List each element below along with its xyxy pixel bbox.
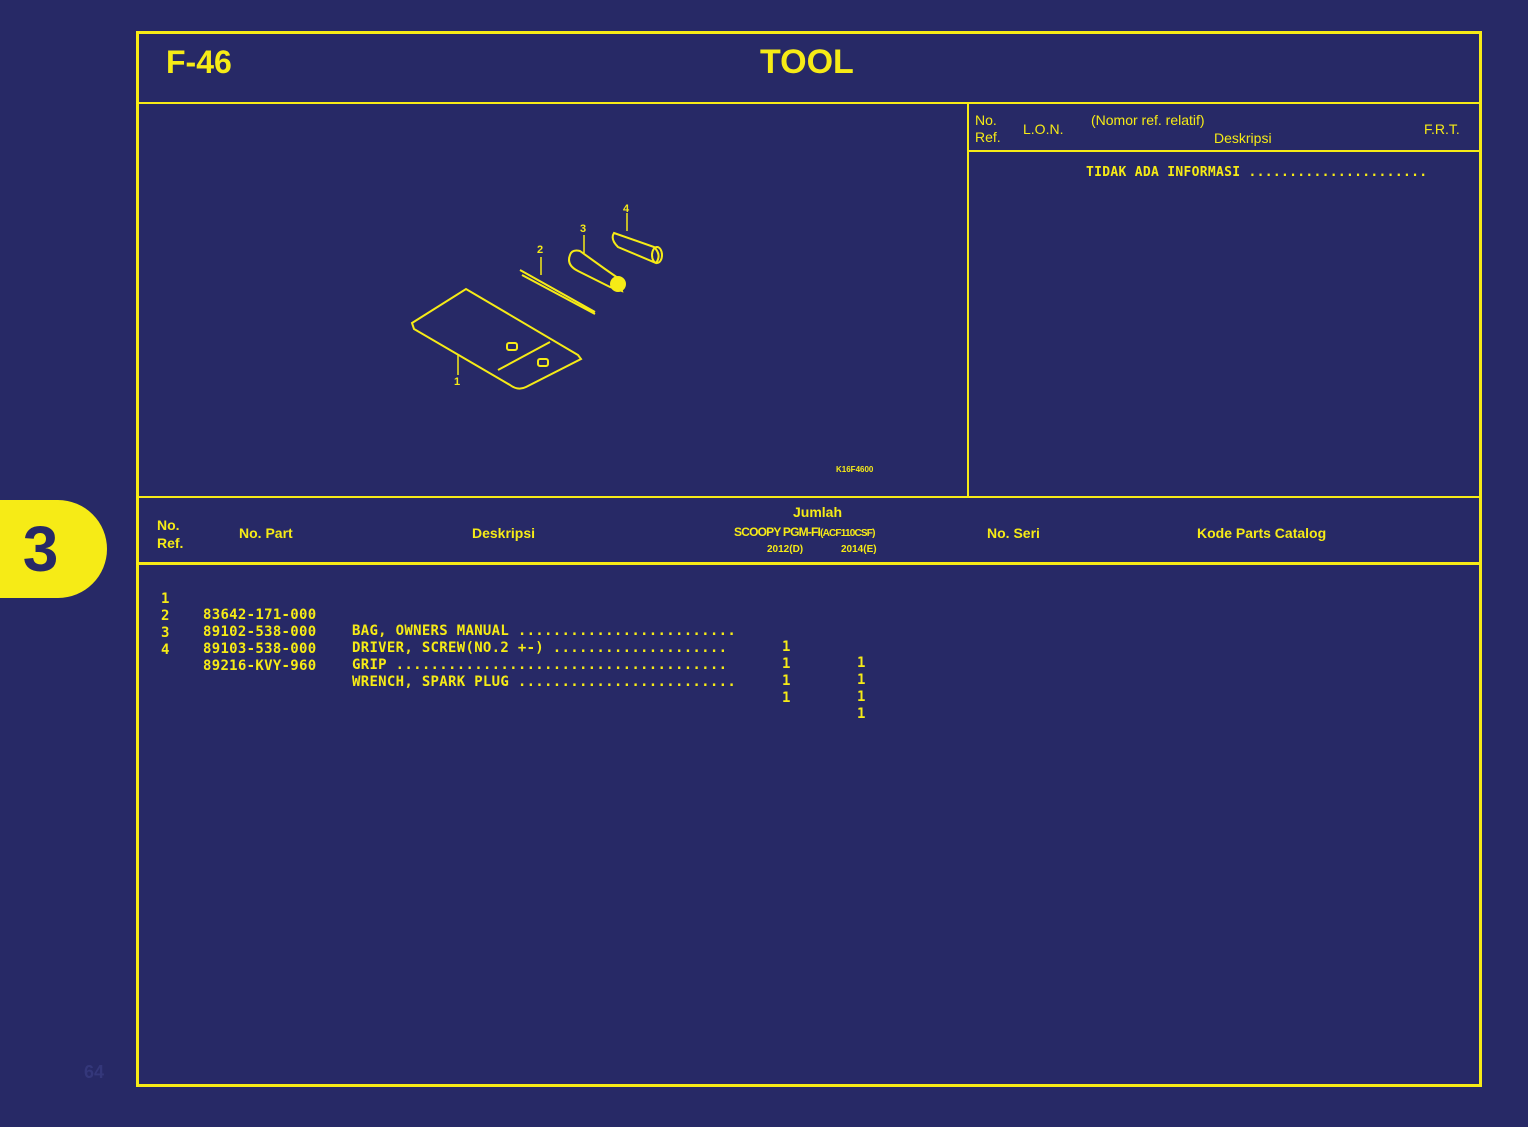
- part-number: 89103-538-000: [203, 641, 317, 657]
- col-jumlah: Jumlah: [793, 504, 843, 520]
- divider: [967, 102, 969, 498]
- col-year-2012: 2012(D): [767, 544, 804, 555]
- part-number: 89216-KVY-960: [203, 658, 317, 674]
- col-no-seri: No. Seri: [987, 525, 1040, 541]
- parts-illustration: 1 2 3 4 K16F4600: [410, 203, 874, 474]
- label: No.: [975, 112, 997, 128]
- table-row[interactable]: 2 89102-538-000 DRIVER, SCREW(NO.2 +-) .…: [0, 592, 865, 688]
- screwdriver-shaft: [519, 269, 596, 315]
- qty-2012: 1: [782, 690, 791, 706]
- divider: [968, 150, 1480, 152]
- description: BAG, OWNERS MANUAL .....................…: [352, 623, 737, 639]
- info-message: TIDAK ADA INFORMASI ....................…: [1086, 165, 1428, 180]
- col-no-part: No. Part: [239, 525, 293, 541]
- figure-code: K16F4600: [836, 465, 874, 474]
- col-deskripsi: Deskripsi: [472, 525, 536, 541]
- divider: [136, 562, 1482, 565]
- callout-4: 4: [623, 203, 630, 215]
- part-number: 83642-171-000: [203, 607, 317, 623]
- ref: 3: [161, 625, 170, 641]
- col-year-2014: 2014(E): [841, 544, 877, 555]
- owners-manual-bag: [410, 287, 583, 390]
- qty-2014: 1: [857, 689, 866, 705]
- section-code: F-46: [166, 44, 232, 80]
- qty-2012: 1: [782, 639, 791, 655]
- section-tab[interactable]: 3: [0, 500, 107, 598]
- part-number: 89102-538-000: [203, 624, 317, 640]
- label: No.: [157, 517, 180, 533]
- label: Ref.: [157, 535, 184, 551]
- description: GRIP ...................................…: [352, 657, 728, 673]
- info-col-deskripsi: Deskripsi: [1214, 130, 1272, 146]
- divider: [136, 496, 1482, 498]
- callout-3: 3: [580, 223, 586, 235]
- table-row[interactable]: 4 89216-KVY-960 WRENCH, SPARK PLUG .....…: [0, 626, 865, 722]
- info-col-frt: F.R.T.: [1424, 121, 1460, 137]
- page-number: 64: [84, 1062, 105, 1082]
- model-code: (ACF110CSF): [820, 528, 875, 539]
- info-col-lon: L.O.N.: [1023, 121, 1064, 137]
- table-row[interactable]: 3 89103-538-000 GRIP ...................…: [0, 609, 865, 705]
- callout-2: 2: [537, 244, 543, 256]
- catalog-frame: [136, 31, 1482, 1087]
- qty-2012: 1: [782, 673, 791, 689]
- qty-2014: 1: [857, 655, 866, 671]
- info-col-no-ref: No. Ref.: [975, 112, 1001, 146]
- label: Ref.: [975, 129, 1001, 145]
- info-col-nomor-ref: (Nomor ref. relatif): [1091, 112, 1205, 128]
- ref: 1: [161, 591, 170, 607]
- col-kode-parts-catalog: Kode Parts Catalog: [1197, 525, 1327, 541]
- qty-2014: 1: [857, 706, 866, 722]
- col-no-ref: No. Ref.: [157, 516, 183, 552]
- table-row[interactable]: 1 83642-171-000 BAG, OWNERS MANUAL .....…: [0, 575, 865, 671]
- model-name: SCOOPY PGM-FI: [734, 525, 821, 539]
- ref: 4: [161, 642, 170, 658]
- page-title: TOOL: [760, 43, 854, 81]
- description: WRENCH, SPARK PLUG .....................…: [352, 674, 737, 690]
- description: DRIVER, SCREW(NO.2 +-) .................…: [352, 640, 728, 656]
- qty-2014: 1: [857, 672, 866, 688]
- section-number: 3: [22, 513, 59, 585]
- callout-1: 1: [454, 376, 460, 388]
- qty-2012: 1: [782, 656, 791, 672]
- col-model: SCOOPY PGM-FI(ACF110CSF): [734, 525, 875, 539]
- ref: 2: [161, 608, 170, 624]
- divider: [136, 102, 1482, 104]
